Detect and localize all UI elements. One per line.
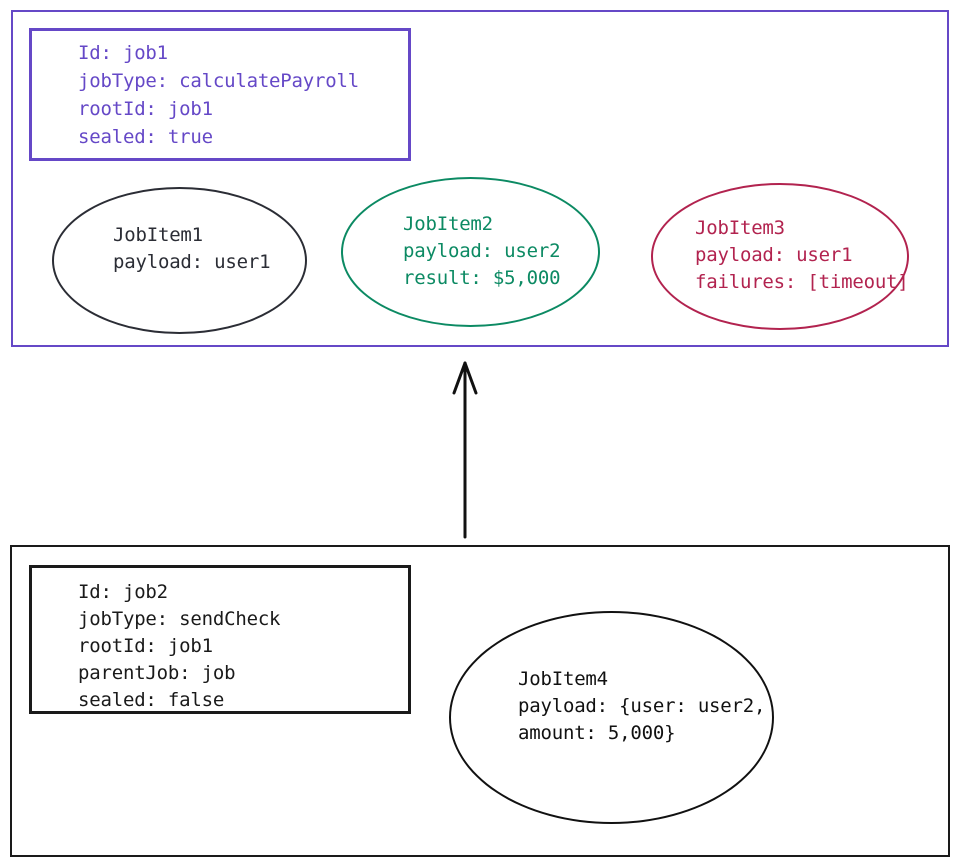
job1-metadata-box: Id: job1 jobType: calculatePayroll rootI…	[29, 28, 411, 161]
jobitem2-ellipse	[341, 177, 600, 327]
job2-frame	[10, 545, 950, 857]
jobitem3-label: JobItem3 payload: user1 failures: [timeo…	[695, 215, 909, 296]
job1-id: Id: job1	[78, 42, 168, 64]
jobitem1-payload: payload: user1	[113, 251, 271, 273]
job1-frame	[11, 10, 949, 347]
jobitem3-payload: payload: user1	[695, 244, 853, 266]
jobitem2-title: JobItem2	[403, 213, 493, 235]
jobitem2-payload: payload: user2	[403, 240, 561, 262]
arrow-head	[452, 361, 478, 395]
jobitem1-ellipse	[52, 187, 307, 334]
job1-sealed: sealed: true	[78, 126, 213, 148]
jobitem3-title: JobItem3	[695, 217, 785, 239]
jobitem1-label: JobItem1 payload: user1	[113, 222, 271, 276]
jobitem4-amount: amount: 5,000}	[518, 722, 676, 744]
job1-job-type: jobType: calculatePayroll	[78, 70, 359, 92]
job2-metadata-box: Id: job2 jobType: sendCheck rootId: job1…	[29, 565, 411, 714]
job2-root-id: rootId: job1	[78, 635, 213, 657]
jobitem4-label: JobItem4 payload: {user: user2, amount: …	[518, 666, 765, 747]
jobitem4-ellipse	[449, 611, 774, 824]
jobitem4-payload: payload: {user: user2,	[518, 695, 766, 717]
jobitem4-title: JobItem4	[518, 668, 608, 690]
jobitem2-label: JobItem2 payload: user2 result: $5,000	[403, 211, 561, 292]
job2-job-type: jobType: sendCheck	[78, 608, 281, 630]
job2-parent-job: parentJob: job	[78, 662, 236, 684]
jobitem2-result: result: $5,000	[403, 267, 561, 289]
job2-sealed: sealed: false	[78, 689, 225, 711]
job2-id: Id: job2	[78, 581, 168, 603]
jobitem1-title: JobItem1	[113, 224, 203, 246]
parent-arrow	[452, 361, 478, 539]
job1-root-id: rootId: job1	[78, 98, 213, 120]
jobitem3-ellipse	[651, 183, 909, 330]
jobitem3-failures: failures: [timeout]	[695, 271, 909, 293]
